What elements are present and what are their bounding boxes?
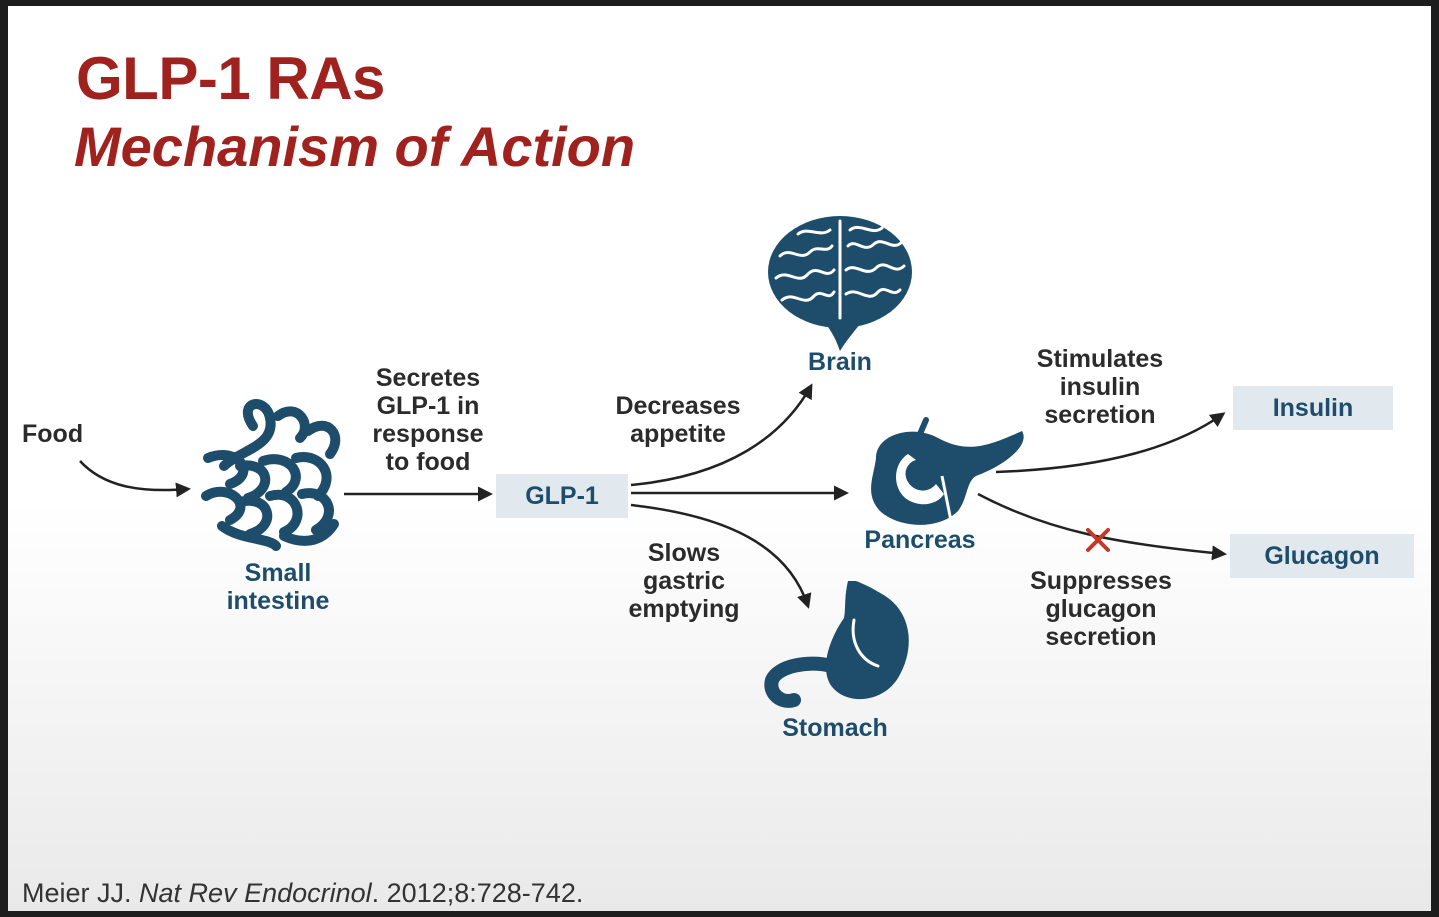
- slide: GLP-1 RAs Mechanism of Action: [8, 6, 1431, 911]
- arrow-pancreas-to-glucagon: [977, 492, 1227, 561]
- diagram-canvas: [79, 216, 1227, 708]
- suppresses-glucagon-label: Suppresses glucagon secretion: [1030, 567, 1172, 651]
- arrow-glp1-to-brain: [630, 383, 813, 487]
- pancreas-icon: [871, 417, 1024, 527]
- arrow-glp1-to-stomach: [630, 503, 812, 609]
- small-intestine-label: Small intestine: [226, 559, 330, 615]
- brain-icon: [768, 216, 912, 351]
- food-label: Food: [22, 420, 84, 448]
- citation: Meier JJ. Nat Rev Endocrinol. 2012;8:728…: [22, 878, 583, 909]
- stomach-label: Stomach: [782, 714, 888, 742]
- insulin-box: Insulin: [1233, 386, 1393, 430]
- pancreas-label: Pancreas: [864, 526, 976, 554]
- secretes-glp1-label: Secretes GLP-1 in response to food: [372, 364, 484, 476]
- citation-author: Meier JJ.: [22, 878, 140, 908]
- citation-journal: Nat Rev Endocrinol: [139, 878, 372, 908]
- slows-gastric-label: Slows gastric emptying: [628, 539, 740, 623]
- decreases-appetite-label: Decreases appetite: [615, 392, 741, 448]
- slide-title: GLP-1 RAs: [76, 45, 385, 112]
- citation-details: . 2012;8:728-742.: [371, 878, 584, 908]
- brain-label: Brain: [808, 348, 872, 376]
- block-x-icon: [1086, 528, 1110, 552]
- glucagon-box: Glucagon: [1230, 534, 1414, 578]
- small-intestine-icon: [201, 399, 341, 551]
- arrow-pancreas-to-insulin: [995, 412, 1226, 474]
- glp1-box: GLP-1: [496, 474, 628, 518]
- stimulates-insulin-label: Stimulates insulin secretion: [1036, 345, 1164, 429]
- arrow-food-to-intestine: [79, 460, 191, 498]
- slide-subtitle: Mechanism of Action: [74, 115, 636, 178]
- stomach-icon: [764, 581, 909, 708]
